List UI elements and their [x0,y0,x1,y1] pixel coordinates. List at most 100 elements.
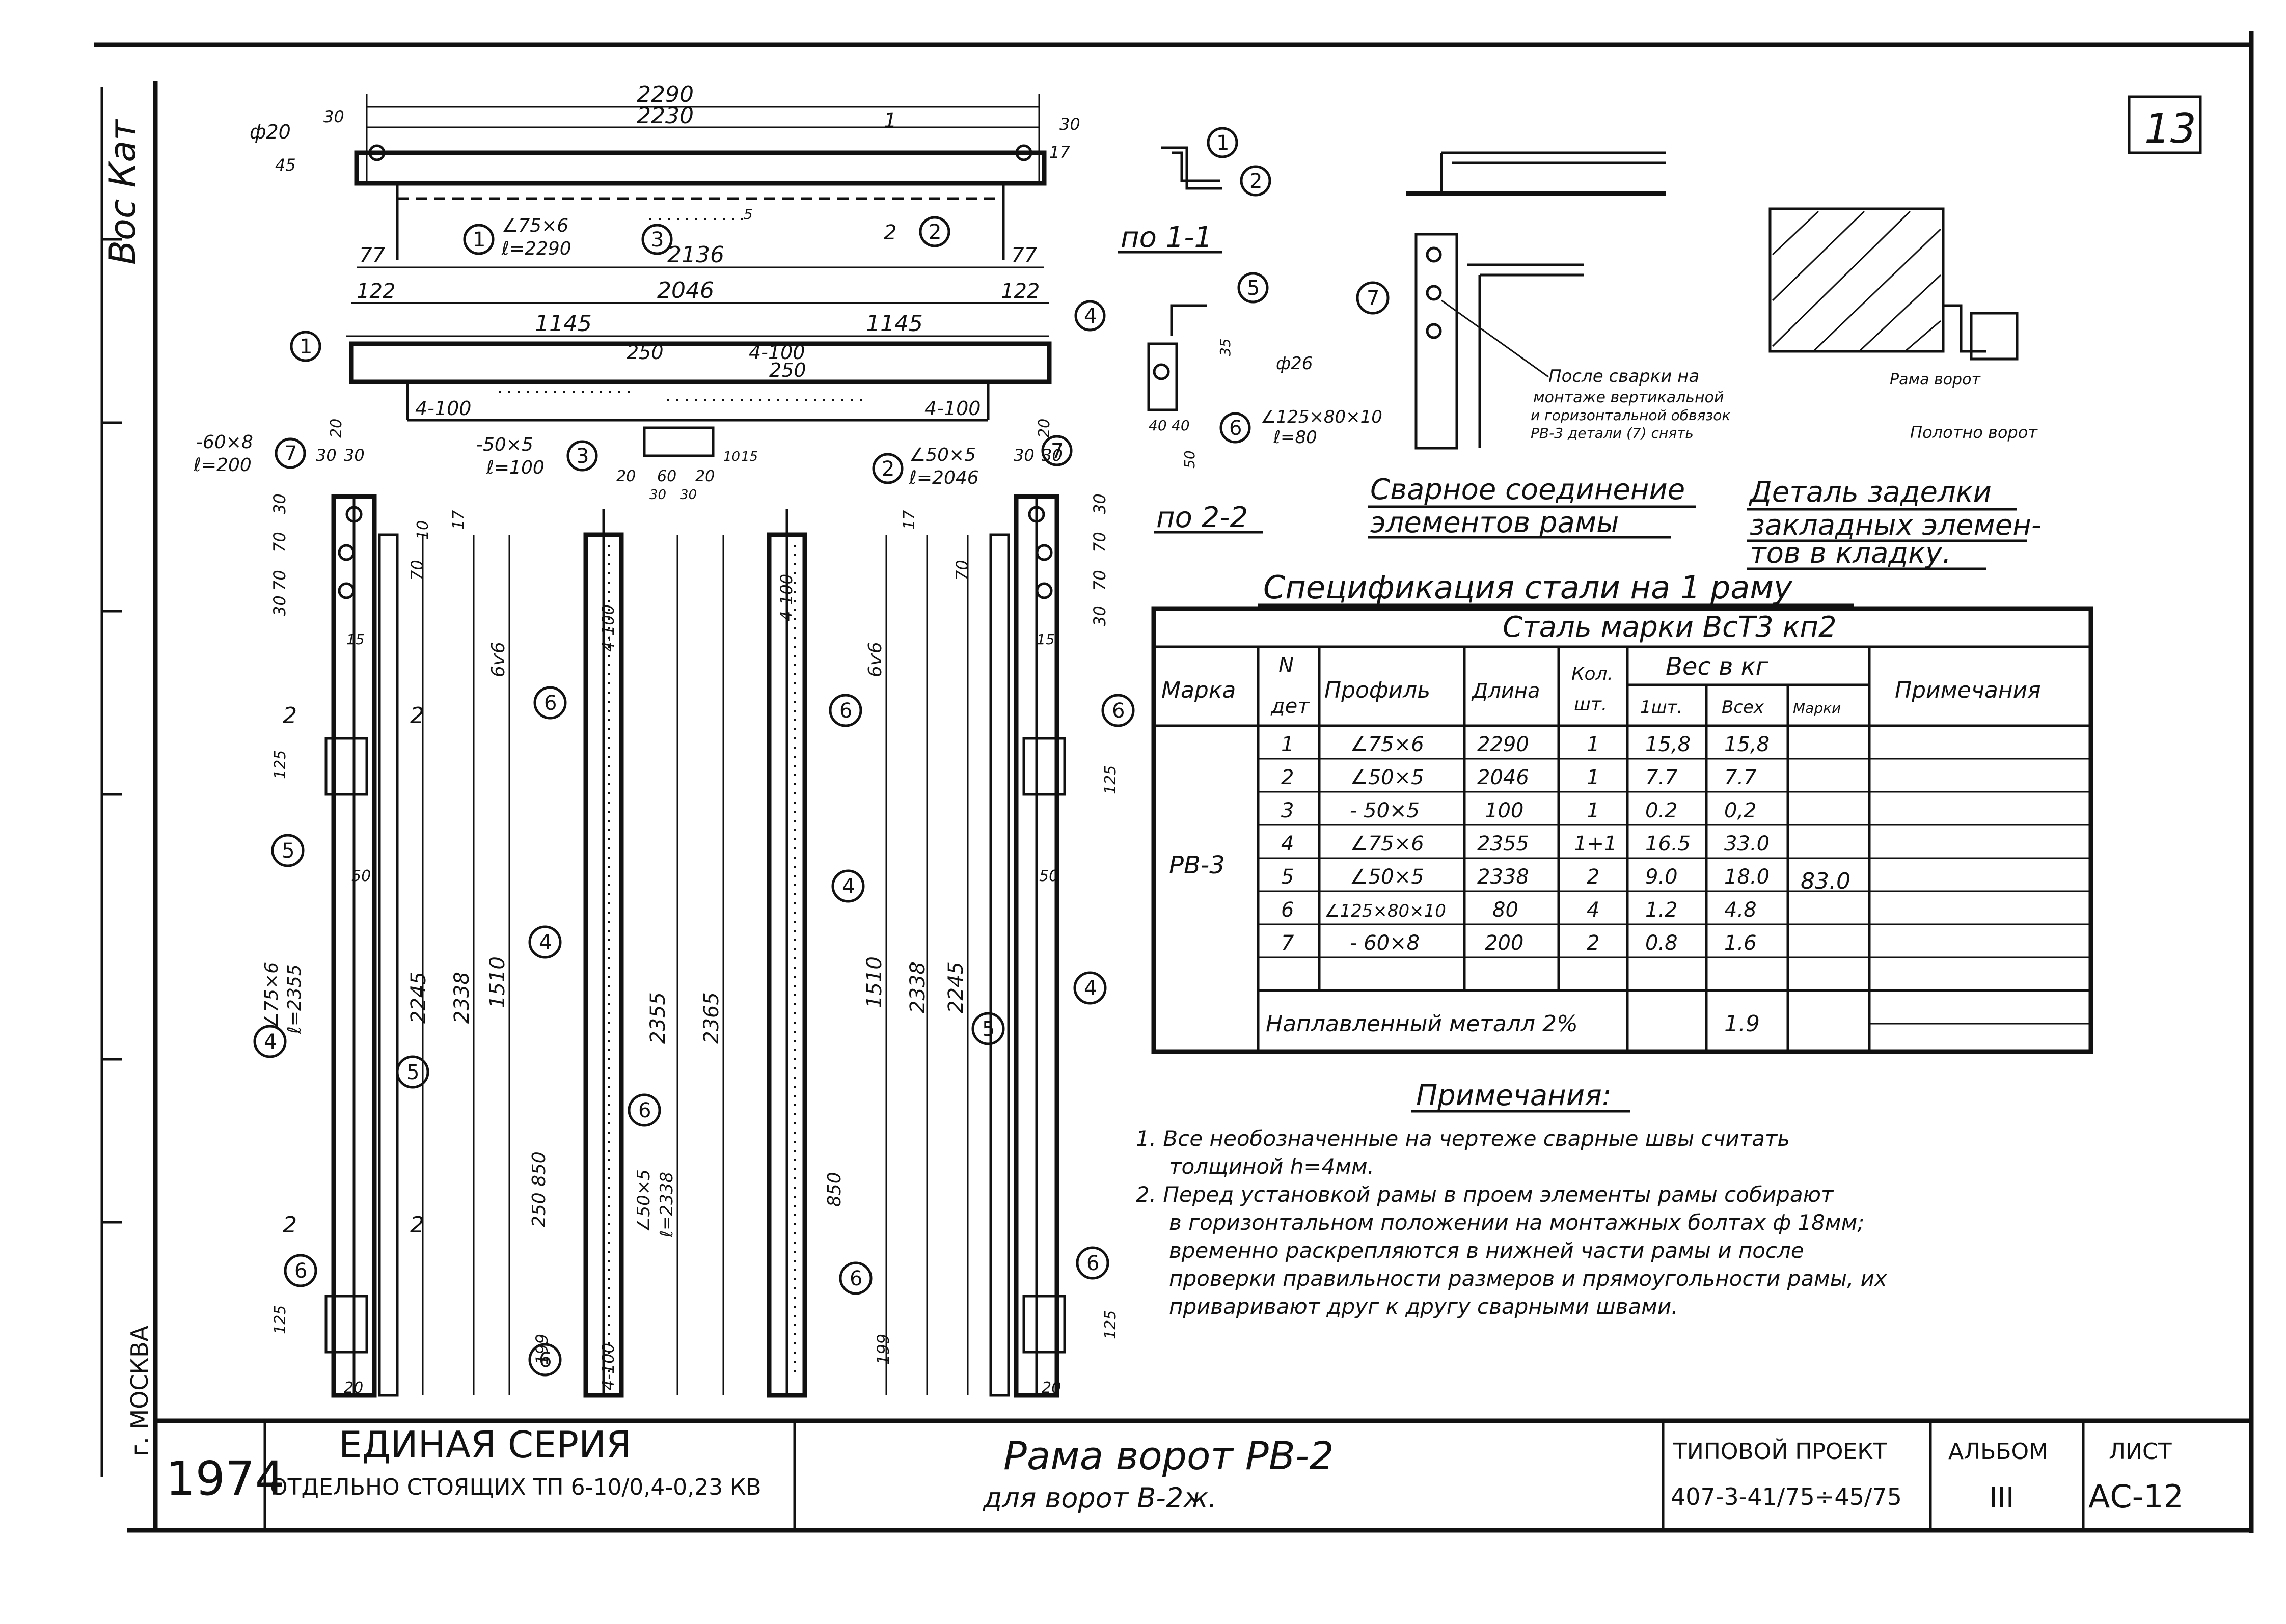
weld-note-line1: После сварки на [1548,366,1699,387]
sec22-dim-50: 50 [1181,450,1198,469]
weld-note-line3: и горизонтальной обвязок [1531,407,1730,424]
spec-row5-n: 5 [1281,865,1294,889]
callout-part-4-d: 4 [264,1030,277,1054]
spec-row6-profile: ∠125×80×10 [1324,901,1446,921]
elev-center-w4-100: 4-100 [598,604,618,652]
plate7-profile: -60×8 [196,432,253,453]
spec-row5-qty: 2 [1587,865,1599,889]
dim-half-right: 1145 [866,311,923,337]
plate-dim-30b: 30 [680,487,697,503]
embed-title-2: закладных элемен- [1750,509,2042,542]
sec22-part6-profile: ∠125×80×10 [1261,407,1382,427]
note-2-line-5: приваривают друг к другу сварными швами. [1169,1294,1678,1319]
part4-profile: ∠75×6 [261,962,282,1029]
elev-right-d199: 199 [874,1334,893,1365]
note-2-line-4: проверки правильности размеров и прямоуг… [1169,1266,1888,1291]
dim-overall-second: 2230 [637,103,694,129]
plate-dim-20b: 20 [695,467,715,485]
notes-block: Примечания: 1. Все необозначенные на чер… [1136,1079,1888,1319]
dim-shoulder-left: 77 [359,244,385,267]
title-block: 1974 ЕДИНАЯ СЕРИЯ ОТДЕЛЬНО СТОЯЩИХ ТП 6-… [155,1418,2251,1530]
spec-row7-profile: - 60×8 [1350,931,1420,955]
callout-part-6-c: 6 [1112,699,1125,723]
spec-h-n: N [1278,654,1294,677]
part2-profile-label: ∠50×5 [909,445,976,465]
title-album-label: АЛЬБОМ [1948,1439,2048,1465]
part1-length-label: ℓ=2290 [501,238,572,259]
part1-profile-label: ∠75×6 [502,215,568,236]
callout-part-6-d: 6 [638,1099,651,1122]
callout-part-6-h: 6 [539,1348,552,1372]
elev-left-d125b: 125 [271,1305,289,1334]
dim-inner: 2046 [657,278,714,304]
callout-part-2-lower: 2 [882,457,894,481]
callout-part-4-a: 4 [539,931,552,954]
spec-row1-total: 15,8 [1724,733,1770,756]
elev-right-d1510: 1510 [863,956,886,1008]
elev-right-d30d: 30 [1090,605,1109,626]
spec-h-mark: Марка [1161,677,1236,703]
callout-part-4-c: 4 [1084,977,1097,1000]
plate-dim-20a: 20 [616,467,636,485]
elev-section-mark-2a: 2 [283,703,297,729]
elev-right-d125b: 125 [1102,1310,1120,1339]
spec-row2-n: 2 [1281,766,1294,789]
elev-right-d850: 850 [824,1172,845,1207]
spec-row2-profile: ∠50×5 [1350,766,1424,789]
plate-dim-15: 15 [741,449,758,464]
spec-row3-piece: 0.2 [1645,799,1678,822]
elev-left-d2338: 2338 [450,972,474,1024]
plate-dim-30a: 30 [649,487,666,503]
callout-part-1-top: 1 [473,228,485,252]
callout-part-7-left: 7 [284,442,297,465]
spec-row7-n: 7 [1281,931,1294,955]
elev-left-d125: 125 [271,750,289,779]
section-1-1: 1 2 по 1-1 [1118,127,1271,254]
spec-row1-n: 1 [1281,733,1294,756]
title-series-subtitle: ОТДЕЛЬНО СТОЯЩИХ ТП 6-10/0,4-0,23 КВ [270,1474,761,1500]
sec22-label-5: 5 [1247,277,1260,300]
note-2-line-3: временно раскрепляются в нижней части ра… [1169,1238,1804,1263]
weld-note-line2: монтаже вертикальной [1533,389,1724,406]
dim-edge-right: 30 [1059,115,1080,134]
elev-right-d2338: 2338 [906,961,930,1013]
section-2-2-title: по 2-2 [1156,501,1248,534]
elev-left-d20: 20 [328,419,345,438]
elev-center-d250: 250 [529,1192,550,1227]
plate7-length: ℓ=200 [193,455,252,476]
spec-h-w-piece: 1шт. [1640,697,1682,718]
spec-row6-qty: 4 [1587,898,1599,922]
sec22-dim-hole: ф26 [1276,353,1313,374]
dim-small-5: 5 [744,206,753,223]
elev-center-d2355: 2355 [646,992,670,1044]
embed-label-leaf: Полотно ворот [1910,423,2038,442]
spec-row1-piece: 15,8 [1645,733,1691,756]
elev-right-d30c: 30 [1090,493,1109,514]
spec-row5-profile: ∠50×5 [1350,865,1424,889]
elev-left-d2245: 2245 [407,972,430,1024]
spec-title: Спецификация стали на 1 раму [1263,569,1793,606]
elev-right-d6v6: 6ѵ6 [865,642,886,677]
sec22-part6-length: ℓ=80 [1273,427,1317,448]
callout-part-6-a: 6 [544,692,557,715]
elev-section-mark-2b: 2 [410,703,424,729]
elev-right-d17: 17 [901,510,918,530]
section-mark-2-top: 2 [884,221,896,244]
spec-table: Спецификация стали на 1 раму Сталь марки… [1151,569,2093,1054]
spec-row7-length: 200 [1485,931,1523,955]
embed-label-frame: Рама ворот [1890,371,1981,389]
plate3-profile: -50×5 [476,434,533,455]
spec-row7-piece: 0.8 [1645,931,1678,955]
dim-hole: ф20 [250,121,291,143]
elev-center-d850: 850 [529,1151,550,1187]
title-year: 1974 [166,1451,285,1506]
elev-section-mark-2d: 2 [410,1212,424,1238]
dim-pitch-250-a: 250 [627,341,664,364]
elev-right-d2245: 2245 [944,961,968,1013]
spec-h-n2: дет [1270,695,1310,718]
top-view: 2290 2230 ф20 30 30 45 17 1 ∠75×6 ℓ=2290… [193,81,1080,503]
spec-row3-length: 100 [1485,799,1523,822]
sec22-label-6: 6 [1229,417,1242,440]
weld-detail-title-2: элементов рамы [1370,506,1619,539]
